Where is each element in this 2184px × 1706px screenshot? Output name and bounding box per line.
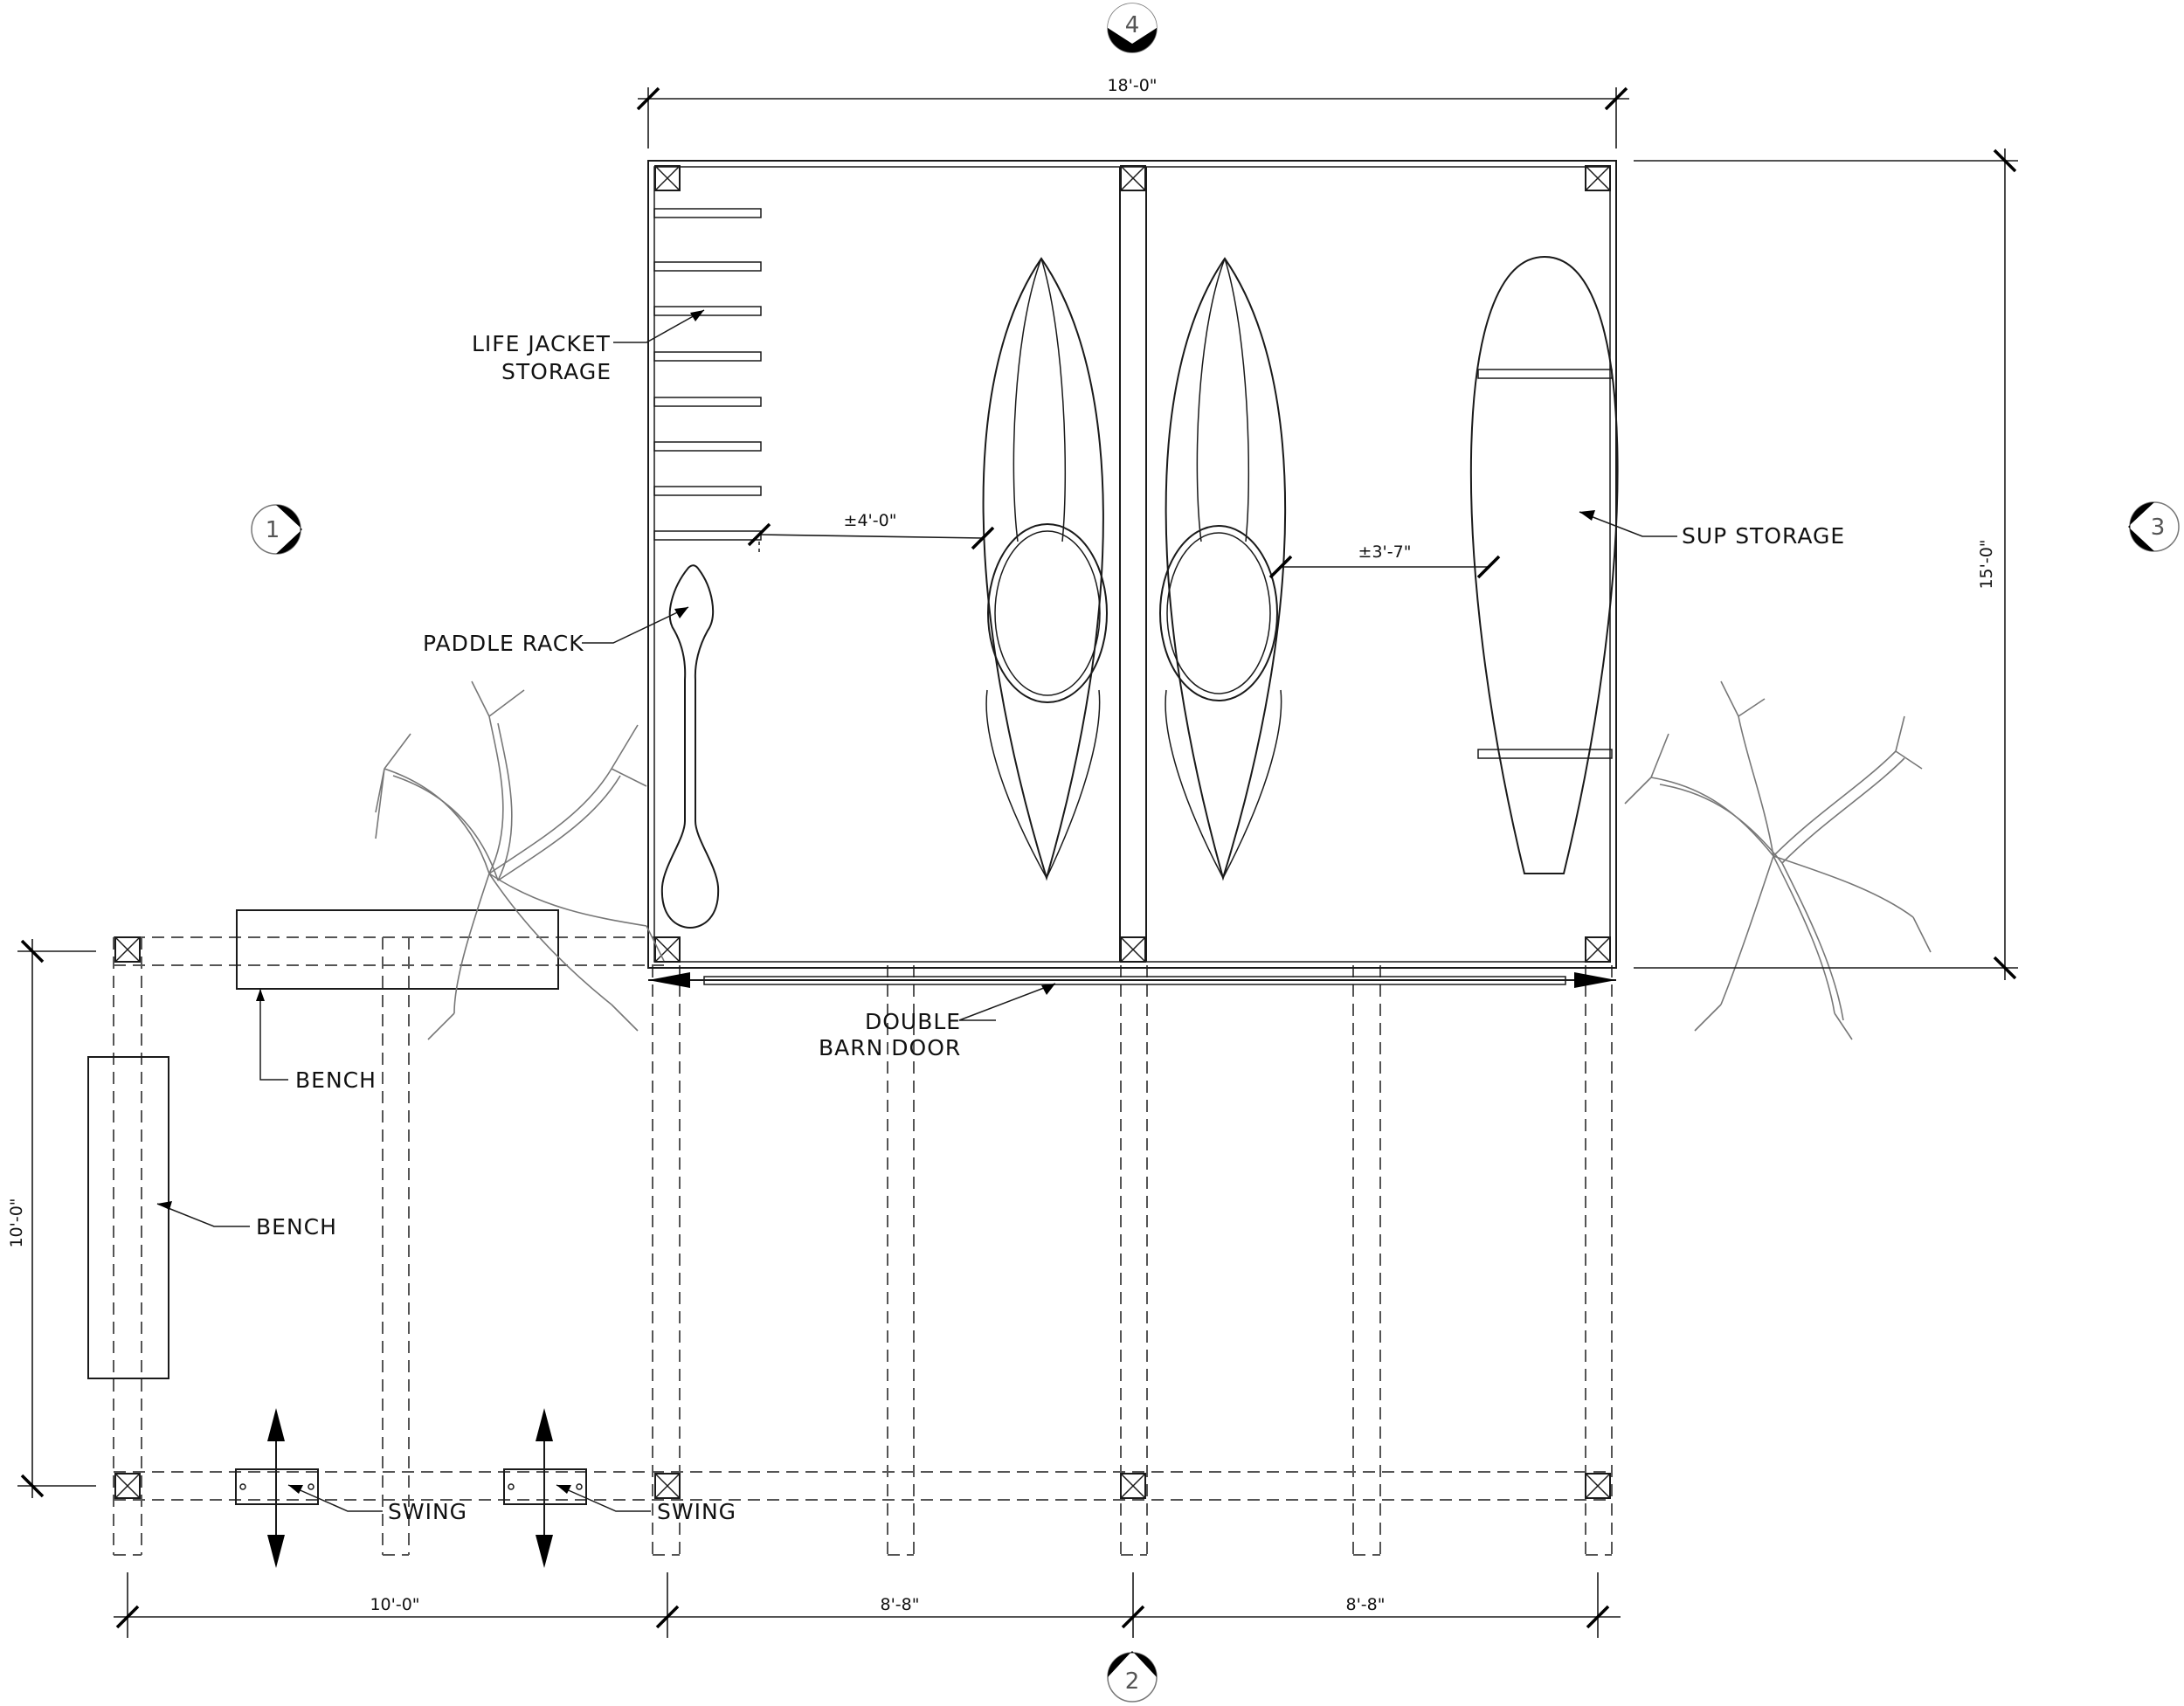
section-marker-left: 1 <box>251 504 302 555</box>
life-jacket-label-line1: LIFE JACKET <box>472 331 611 356</box>
shed-walls <box>647 160 1617 969</box>
bubble-left-number: 1 <box>266 517 280 543</box>
posts <box>114 165 1611 1499</box>
dim-kayak-gap-2: ±3'-7" <box>1358 542 1412 562</box>
leader-lines <box>156 309 1677 1512</box>
section-marker-right: 3 <box>2128 501 2180 552</box>
tree-right <box>1624 680 1932 1040</box>
tree-left <box>375 680 665 1040</box>
post <box>1585 165 1611 191</box>
sup-board <box>1469 255 1619 874</box>
barn-door-label-line1: DOUBLE <box>865 1009 961 1034</box>
post <box>1120 1473 1146 1499</box>
post <box>1585 936 1611 963</box>
dim-right-depth: 15'-0" <box>1977 539 1996 589</box>
dimension-text: 18'-0" 15'-0" 10'-0" 10'-0" 8'-8" 8'-8" … <box>7 76 1996 1614</box>
life-jacket-shelves <box>653 208 762 541</box>
bench-left <box>87 1056 169 1379</box>
bench-top <box>236 909 559 990</box>
bubble-right-number: 3 <box>2151 515 2166 541</box>
post <box>1585 1473 1611 1499</box>
dim-kayak-gap-1: ±4'-0" <box>844 511 897 530</box>
swing-right-label: SWING <box>657 1499 736 1524</box>
section-marker-top: 4 <box>1107 3 1158 53</box>
post <box>114 1473 141 1499</box>
post <box>1120 165 1146 191</box>
sup-storage-label: SUP STORAGE <box>1682 523 1845 549</box>
barn-door-track <box>648 972 1616 988</box>
bubble-bottom-number: 2 <box>1125 1668 1140 1695</box>
bench-left-label: BENCH <box>256 1214 337 1240</box>
dim-left-depth: 10'-0" <box>7 1198 26 1247</box>
swing-left-label: SWING <box>388 1499 467 1524</box>
dim-top-width: 18'-0" <box>1107 76 1157 95</box>
swing-right <box>503 1408 587 1568</box>
life-jacket-label-line2: STORAGE <box>501 359 612 384</box>
porch-framing <box>113 936 1613 1556</box>
bubble-top-number: 4 <box>1125 12 1140 38</box>
dim-bottom-left: 10'-0" <box>370 1595 419 1614</box>
post <box>114 936 141 963</box>
dimension-lines <box>17 86 2018 1638</box>
swing-left <box>235 1408 319 1568</box>
post <box>1120 936 1146 963</box>
post <box>654 165 681 191</box>
post <box>654 1473 681 1499</box>
barn-door-label-line2: BARN DOOR <box>819 1035 961 1060</box>
post <box>654 936 681 963</box>
paddle-rack-label: PADDLE RACK <box>423 631 584 656</box>
paddle <box>660 564 720 929</box>
kayak-left <box>982 257 1108 881</box>
dim-bottom-right: 8'-8" <box>1346 1595 1386 1614</box>
section-marker-bottom: 2 <box>1107 1651 1158 1703</box>
bench-top-label: BENCH <box>295 1067 377 1093</box>
labels: LIFE JACKET STORAGE PADDLE RACK SUP STOR… <box>256 331 1845 1524</box>
dim-bottom-mid: 8'-8" <box>881 1595 920 1614</box>
kayak-right <box>1159 257 1287 881</box>
